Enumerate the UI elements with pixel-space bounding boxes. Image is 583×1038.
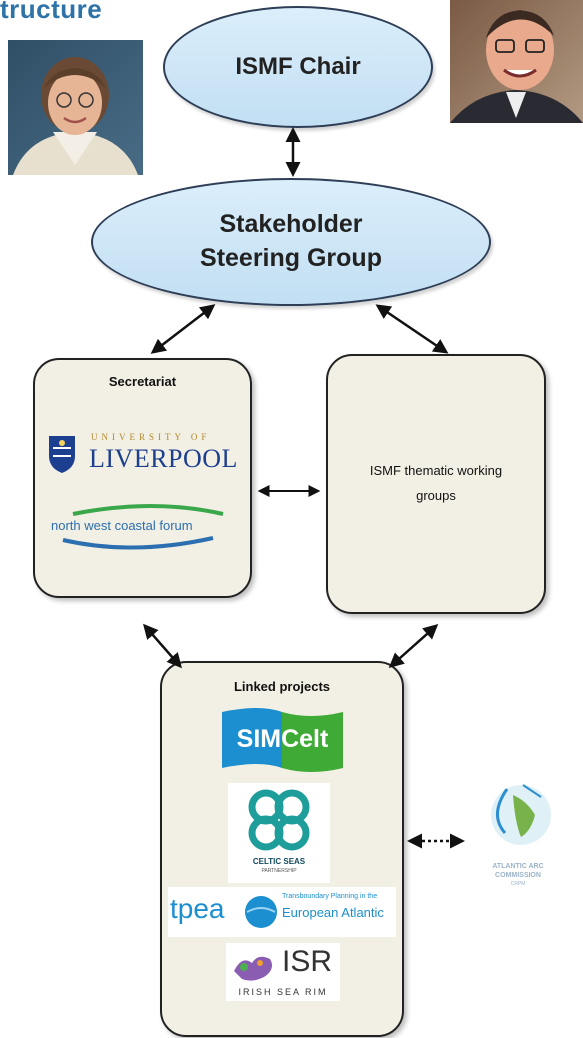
globe-icon xyxy=(245,896,277,928)
linked-projects-box: Linked projects SIMCelt CELTIC SEAS PART… xyxy=(160,661,404,1037)
thematic-groups-box: ISMF thematic working groups xyxy=(326,354,546,614)
tpea-short-text: tpea xyxy=(170,893,225,924)
steering-group-label-line1: Stakeholder xyxy=(219,210,363,239)
simcelt-text: SIMCelt xyxy=(236,725,329,753)
celtic-knot-icon xyxy=(248,789,310,851)
atlantic-arc-text-1: ATLANTIC ARC xyxy=(492,863,544,870)
coastal-wave-icon xyxy=(62,504,224,550)
tpea-long-text-2: European Atlantic xyxy=(282,905,384,920)
isr-long-text: IRISH SEA RIM xyxy=(238,987,328,997)
linked-projects-title: Linked projects xyxy=(233,679,331,694)
nwcf-text: north west coastal forum xyxy=(51,518,193,533)
atlantic-arc-text-3: CRPM xyxy=(510,881,526,887)
arrow-steering-secretariat xyxy=(150,304,216,354)
atlantic-arc-text-2: COMMISSION xyxy=(495,872,541,879)
chair-photo-right xyxy=(450,0,583,123)
liverpool-big-text: LIVERPOOL xyxy=(89,444,238,473)
arrow-secretariat-linked xyxy=(143,623,182,669)
atlantic-arc-map-icon xyxy=(491,784,551,845)
simcelt-logo: SIMCelt xyxy=(220,706,345,774)
liverpool-crest-icon xyxy=(49,436,75,473)
thematic-groups-line1: ISMF thematic working xyxy=(369,463,503,479)
secretariat-box: Secretariat UNIVERSITY OF LIVERPOOL nort… xyxy=(33,358,252,598)
steering-group-label-line2: Steering Group xyxy=(200,244,382,272)
tpea-long-text-1: Transboundary Planning in the xyxy=(282,893,378,900)
liverpool-small-text: UNIVERSITY OF xyxy=(91,432,211,442)
irish-sea-rim-logo: ISR IRISH SEA RIM xyxy=(226,943,340,1001)
thematic-groups-line2: groups xyxy=(416,488,456,503)
liverpool-logo: UNIVERSITY OF LIVERPOOL xyxy=(47,432,242,482)
arrow-steering-thematic xyxy=(375,304,449,354)
chair-photo-left xyxy=(8,40,143,175)
arrow-thematic-linked xyxy=(388,624,439,668)
celtic-seas-logo: CELTIC SEAS PARTNERSHIP xyxy=(228,783,330,883)
celtic-seas-subtext: PARTNERSHIP xyxy=(261,868,297,874)
celtic-seas-text: CELTIC SEAS xyxy=(252,857,306,866)
steering-group-node: Stakeholder Steering Group xyxy=(91,178,491,306)
tpea-logo: tpea Transboundary Planning in the Europ… xyxy=(168,887,396,937)
ismf-chair-label: ISMF Chair xyxy=(235,53,361,80)
page-heading: tructure xyxy=(0,0,103,24)
atlantic-arc-commission-logo: ATLANTIC ARC COMMISSION CRPM xyxy=(478,775,558,895)
secretariat-title: Secretariat xyxy=(108,374,177,389)
irish-sea-map-icon xyxy=(234,956,272,981)
isr-short-text: ISR xyxy=(282,945,333,978)
north-west-coastal-forum-logo: north west coastal forum xyxy=(43,500,243,560)
